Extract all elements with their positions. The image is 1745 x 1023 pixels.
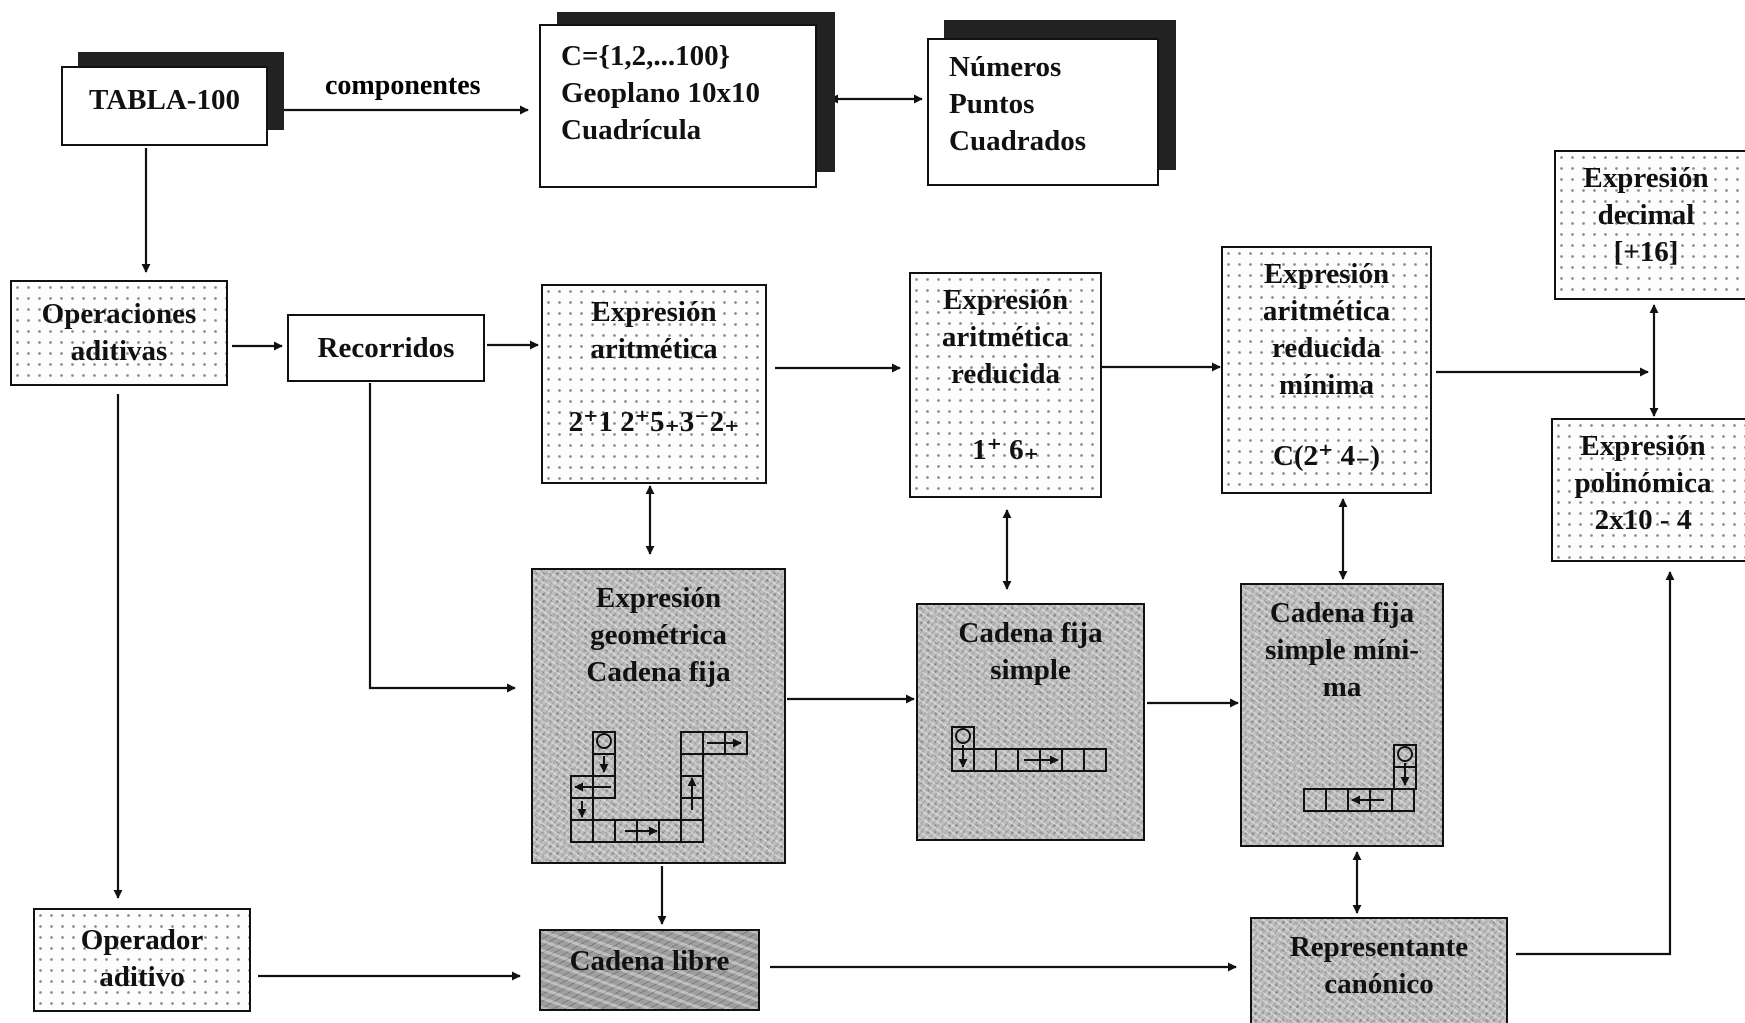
node-componentes-line-1: C={1,2,...100} bbox=[561, 40, 731, 72]
node-recorridos-line-1: Recorridos bbox=[317, 332, 455, 364]
node-decimal-line-3: [+16] bbox=[1613, 236, 1679, 268]
node-decimal-line-1: Expresión bbox=[1583, 162, 1709, 194]
node-componentes-line-2: Geoplano 10x10 bbox=[561, 77, 760, 109]
node-geometrica-line-1: Expresión bbox=[595, 582, 722, 614]
node-minima-line-1: Expresión bbox=[1263, 258, 1390, 290]
node-reducida-line-1: Expresión bbox=[942, 284, 1069, 316]
chain-start-circle bbox=[955, 728, 971, 744]
node-tabla-line-1: TABLA-100 bbox=[89, 84, 240, 116]
node-minima-line-3: reducida bbox=[1271, 332, 1382, 364]
node-recorridos: Recorridos bbox=[287, 314, 485, 382]
node-numeros-line-1: Números bbox=[949, 51, 1062, 83]
chain-cell bbox=[658, 819, 682, 843]
node-cadenaminima-line-3: ma bbox=[1322, 671, 1362, 703]
node-representante-line-2: canónico bbox=[1324, 968, 1434, 1000]
node-geometrica-line-3: Cadena fija bbox=[586, 656, 731, 688]
node-cadenaminima-line-2: simple míni- bbox=[1265, 634, 1419, 666]
node-decimal-line-2: decimal bbox=[1597, 199, 1695, 231]
node-componentes-list: C={1,2,...100} Geoplano 10x10 Cuadrícula bbox=[539, 24, 817, 188]
node-expresion-aritmetica: Expresión aritmética 2⁺1 2⁺5₊3⁻2₊ bbox=[541, 284, 767, 484]
chain-cell bbox=[592, 819, 616, 843]
node-reducida-line-2: aritmética bbox=[941, 321, 1070, 353]
node-representante-canonico: Representante canónico bbox=[1250, 917, 1508, 1023]
chain-simple-figure bbox=[951, 726, 1107, 772]
chain-minima-figure bbox=[1303, 744, 1417, 812]
chain-start-circle bbox=[1397, 746, 1413, 762]
node-polinomica-line-1: Expresión bbox=[1580, 430, 1706, 462]
chain-cell bbox=[680, 753, 704, 777]
chain-cell bbox=[1303, 788, 1327, 812]
node-expresion-decimal: Expresión decimal [+16] bbox=[1554, 150, 1745, 300]
edge-recorridos-geometrica bbox=[368, 383, 516, 693]
node-polinomica-line-2: polinómica bbox=[1574, 467, 1712, 499]
chain-cell bbox=[973, 748, 997, 772]
node-numeros-line-3: Cuadrados bbox=[949, 125, 1086, 157]
node-aritmetica-line-2: aritmética bbox=[590, 333, 718, 365]
chain-cell bbox=[570, 819, 594, 843]
node-expresion-reducida: Expresión aritmética reducida 1⁺ 6₊ bbox=[909, 272, 1102, 498]
chain-cell bbox=[1391, 788, 1415, 812]
node-polinomica-line-3: 2x10 - 4 bbox=[1594, 504, 1692, 536]
node-minima-line-4: mínima bbox=[1278, 369, 1375, 401]
node-libre-line-1: Cadena libre bbox=[569, 945, 730, 977]
node-aritmetica-formula: 2⁺1 2⁺5₊3⁻2₊ bbox=[568, 406, 740, 438]
node-operaciones-line-1: Operaciones bbox=[41, 298, 197, 330]
node-reducida-formula: 1⁺ 6₊ bbox=[972, 434, 1039, 466]
node-operador-line-1: Operador bbox=[80, 924, 204, 956]
node-operaciones-line-2: aditivas bbox=[70, 335, 168, 367]
chain-cell bbox=[680, 819, 704, 843]
edge-label-componentes: componentes bbox=[325, 70, 481, 101]
chain-cell bbox=[995, 748, 1019, 772]
node-operador-line-2: aditivo bbox=[99, 961, 185, 993]
chain-start-circle bbox=[596, 733, 612, 749]
node-cadenaminima-line-1: Cadena fija bbox=[1269, 597, 1415, 629]
node-tabla-100: TABLA-100 bbox=[61, 66, 268, 146]
node-simple-line-2: simple bbox=[990, 654, 1071, 686]
node-minima-line-2: aritmética bbox=[1262, 295, 1391, 327]
node-expresion-minima: Expresión aritmética reducida mínima C(2… bbox=[1221, 246, 1432, 494]
node-componentes-line-3: Cuadrícula bbox=[561, 114, 702, 146]
node-minima-formula: C(2⁺ 4₋) bbox=[1272, 440, 1381, 472]
node-aritmetica-line-1: Expresión bbox=[591, 296, 717, 328]
node-cadena-libre: Cadena libre bbox=[539, 929, 760, 1011]
chain-cell bbox=[1325, 788, 1349, 812]
chain-cell bbox=[1083, 748, 1107, 772]
chain-geometrica-figure bbox=[570, 731, 748, 843]
node-numeros-list: Números Puntos Cuadrados bbox=[927, 38, 1159, 186]
node-expresion-polinomica: Expresión polinómica 2x10 - 4 bbox=[1551, 418, 1745, 562]
node-representante-line-1: Representante bbox=[1289, 931, 1469, 963]
node-operador-aditivo: Operador aditivo bbox=[33, 908, 251, 1012]
node-operaciones-aditivas: Operaciones aditivas bbox=[10, 280, 228, 386]
chain-cell bbox=[1061, 748, 1085, 772]
node-cadena-fija-simple: Cadena fija simple bbox=[916, 603, 1145, 841]
node-expresion-geometrica: Expresión geométrica Cadena fija bbox=[531, 568, 786, 864]
node-simple-line-1: Cadena fija bbox=[958, 617, 1103, 649]
node-geometrica-line-2: geométrica bbox=[590, 619, 727, 651]
chain-cell bbox=[680, 731, 704, 755]
edge-representante-polinomica bbox=[1516, 571, 1675, 956]
node-numeros-line-2: Puntos bbox=[949, 88, 1035, 120]
node-reducida-line-3: reducida bbox=[950, 358, 1061, 390]
node-cadena-fija-minima: Cadena fija simple míni- ma bbox=[1240, 583, 1444, 847]
